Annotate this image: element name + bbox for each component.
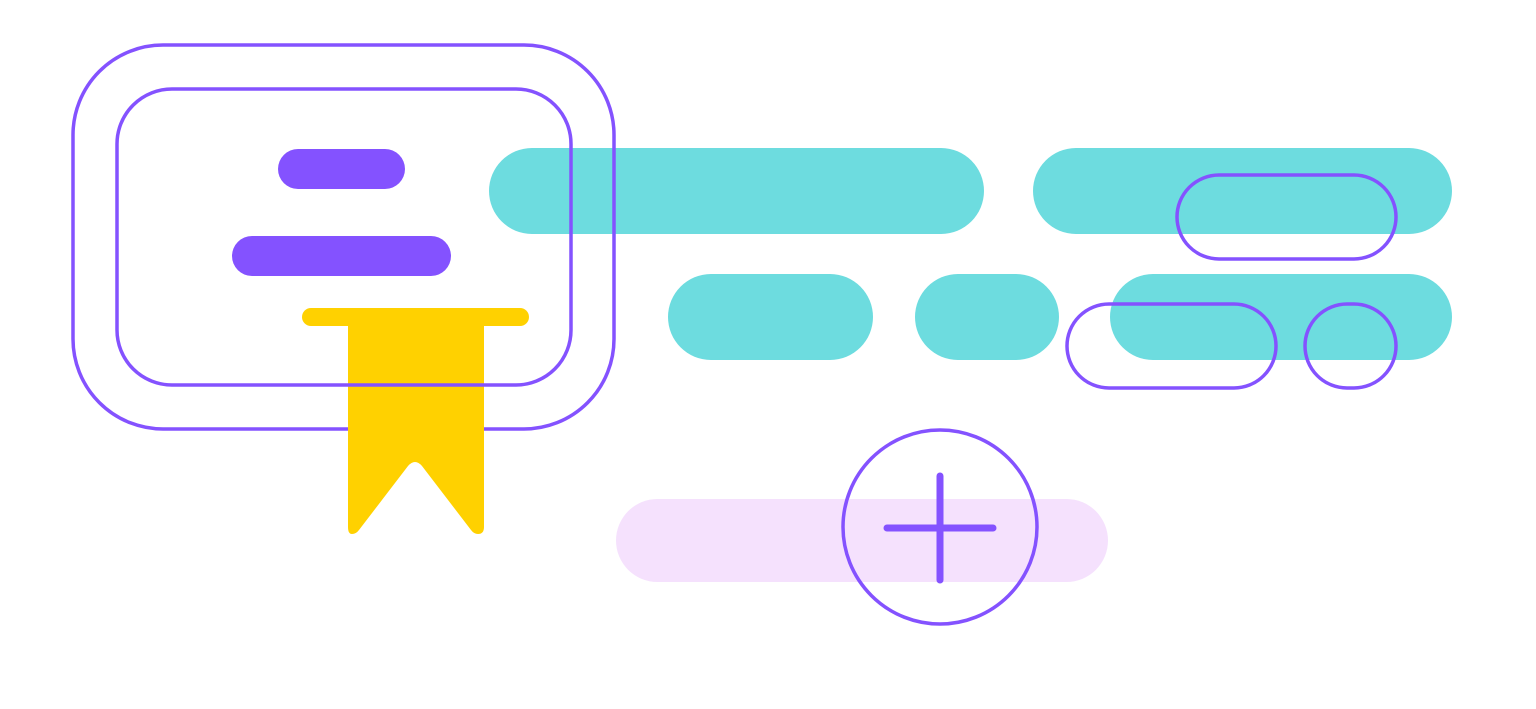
title-line xyxy=(278,149,405,189)
certificate-outer-frame xyxy=(71,43,616,431)
teal-pill xyxy=(915,274,1059,360)
certificate-inner-frame xyxy=(115,87,573,387)
teal-pill xyxy=(489,148,984,234)
ribbon-icon xyxy=(348,326,484,534)
teal-pill xyxy=(668,274,873,360)
outline-pill xyxy=(1303,302,1398,390)
add-circle[interactable] xyxy=(841,428,1039,626)
outline-pill xyxy=(1065,302,1278,390)
subtitle-line xyxy=(232,236,451,276)
input-pill xyxy=(616,499,1108,582)
ribbon-bar xyxy=(302,308,529,326)
teal-pill xyxy=(1033,148,1452,234)
add-button[interactable] xyxy=(841,428,1039,626)
outline-pill xyxy=(1175,173,1398,261)
teal-pill xyxy=(1110,274,1452,360)
